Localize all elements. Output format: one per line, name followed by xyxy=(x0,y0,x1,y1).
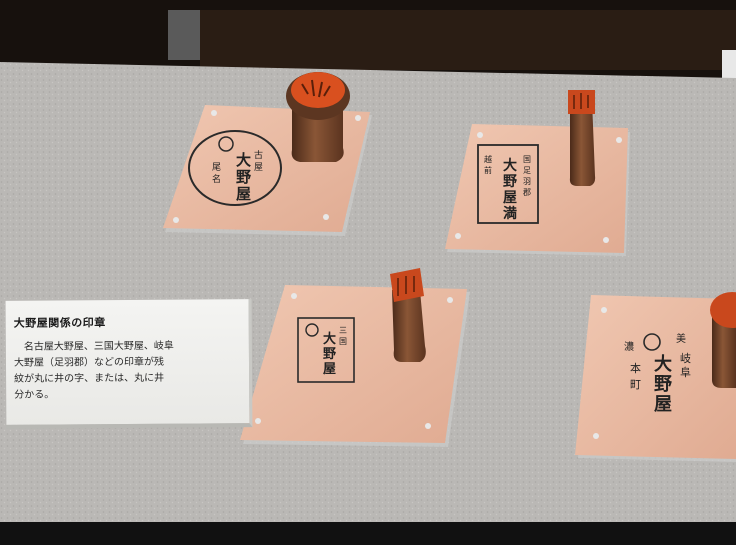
tray-2-char-1: 大 xyxy=(503,157,517,174)
tray-4-side-5: 美 xyxy=(676,332,686,345)
tray-1-side-2: 名 xyxy=(212,173,221,185)
stamp-tray-2: 大 野 屋 満 越 前 国 足 羽 郡 xyxy=(445,90,630,256)
tray-4-stamp-handle xyxy=(712,316,736,388)
tray-4-plate xyxy=(575,295,736,459)
tray-1-side-3: 古 xyxy=(254,149,263,161)
tray-2-side-5: 羽 xyxy=(523,177,531,186)
tray-4-side-6: 濃 xyxy=(624,340,634,353)
tray-4-char-1: 大 xyxy=(654,353,672,375)
tray-3-stamp-face xyxy=(390,268,424,302)
placard-title: 大野屋関係の印章 xyxy=(13,316,106,330)
tray-2-plate xyxy=(445,124,628,253)
tray-3-crest xyxy=(305,323,319,337)
tray-1-seal-impression xyxy=(188,130,282,206)
tray-1-char-1: 大 xyxy=(236,151,251,169)
tray-4-char-2: 野 xyxy=(654,374,672,395)
tray-3-stamp-handle xyxy=(392,290,426,362)
tray-2-side-4: 足 xyxy=(523,166,531,175)
tray-3-char-1: 大 xyxy=(323,331,336,347)
exhibit-placard: 大野屋関係の印章 名古屋大野屋、三国大野屋、岐阜 大野屋（足羽郡）などの印章が残… xyxy=(5,299,253,429)
case-corner xyxy=(722,50,736,80)
tray-2-char-4: 満 xyxy=(503,205,517,222)
tray-2-side-2: 前 xyxy=(484,165,492,175)
tray-2-char-2: 野 xyxy=(503,174,517,190)
tray-3-side-2: 国 xyxy=(339,337,347,346)
tray-3-seal-impression xyxy=(297,317,355,383)
tray-2-seal-impression xyxy=(477,144,539,224)
tray-3-char-2: 野 xyxy=(323,347,336,362)
tray-1-side-4: 屋 xyxy=(254,162,263,173)
placard-line-3: 紋が丸に井の字、または、丸に井 xyxy=(14,372,165,385)
case-panel xyxy=(200,10,736,70)
tray-1-stamp-face xyxy=(291,72,345,108)
tray-1-crest xyxy=(218,136,234,152)
tray-3-char-3: 屋 xyxy=(323,362,336,377)
placard-line-4: 分かる。 xyxy=(14,389,55,401)
tray-4-side-3: 本 xyxy=(630,361,641,375)
case-bracket xyxy=(168,10,200,60)
stamp-tray-3: 大 野 屋 三 国 xyxy=(240,268,470,447)
placard-line-1: 名古屋大野屋、三国大野屋、岐阜 xyxy=(13,340,174,353)
tray-4-char-3: 屋 xyxy=(654,394,672,415)
stamp-tray-4: 大 野 屋 岐 阜 本 町 美 濃 xyxy=(575,292,736,462)
stamp-tray-1: 大 野 屋 尾 名 古 屋 xyxy=(163,72,372,236)
tray-1-side-1: 尾 xyxy=(212,162,221,173)
tray-4-side-2: 阜 xyxy=(680,366,691,379)
tray-4-crest xyxy=(643,333,661,351)
bottom-shadow xyxy=(0,522,736,545)
tray-4-stamp-face xyxy=(710,292,736,328)
placard-line-2: 大野屋（足羽郡）などの印章が残 xyxy=(13,356,165,369)
tray-2-side-3: 国 xyxy=(523,155,531,164)
tray-4-side-4: 町 xyxy=(630,378,641,391)
tray-1-char-2: 野 xyxy=(236,168,251,186)
tray-2-side-6: 郡 xyxy=(523,187,531,197)
tray-2-side-1: 越 xyxy=(484,154,492,164)
tray-2-char-3: 屋 xyxy=(503,190,517,206)
tray-3-side-1: 三 xyxy=(339,326,347,335)
tray-1-char-3: 屋 xyxy=(236,185,251,203)
tray-2-stamp-handle xyxy=(569,100,596,186)
tray-4-side-1: 岐 xyxy=(680,352,691,365)
